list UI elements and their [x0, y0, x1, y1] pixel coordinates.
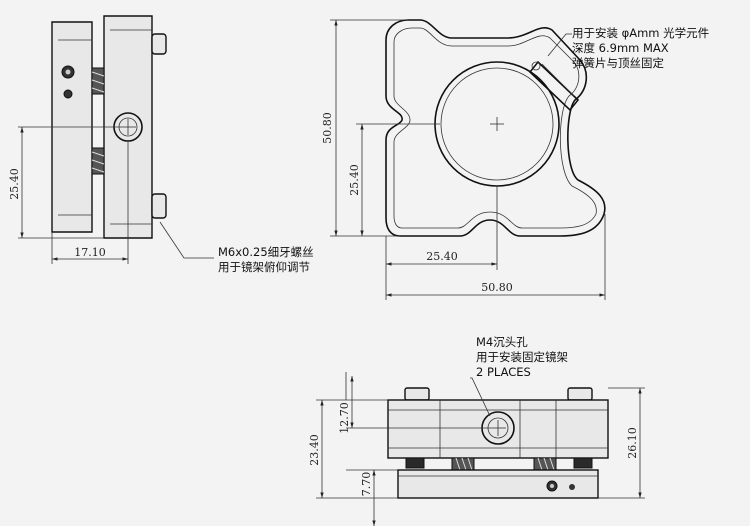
side-note-line1: M6x0.25细牙螺丝 — [218, 245, 314, 259]
knob-right — [567, 387, 593, 401]
bottom-view: M4沉头孔 用于安装固定镜架 2 PLACES 23.40 12.70 7.70… — [308, 335, 645, 526]
side-leader — [159, 221, 214, 259]
spring-top — [91, 67, 105, 95]
adjust-screw-top — [151, 33, 167, 55]
front-note-line2: 深度 6.9mm MAX — [572, 41, 669, 55]
front-dim-center-height: 25.40 — [348, 164, 361, 196]
knob-left — [404, 387, 430, 401]
side-view: 25.40 17.10 M6x0.25细牙螺丝 用于镜架俯仰调节 — [8, 15, 314, 274]
adjust-screw-bottom — [151, 193, 167, 219]
bottom-note-line1: M4沉头孔 — [476, 335, 528, 349]
bottom-foot-left — [405, 457, 425, 469]
bottom-dim-total-height: 23.40 — [308, 434, 321, 466]
front-dim-width: 50.80 — [481, 281, 513, 294]
bottom-note-line3: 2 PLACES — [476, 365, 531, 379]
front-note-line1: 用于安装 φAmm 光学元件 — [572, 26, 709, 40]
bottom-base-plate — [397, 469, 599, 499]
front-leader — [547, 33, 572, 57]
front-dim-height: 50.80 — [321, 112, 334, 144]
bottom-note-line2: 用于安装固定镜架 — [476, 350, 568, 364]
bottom-spring-right — [533, 457, 557, 471]
front-outline — [385, 19, 606, 237]
bottom-leader — [470, 377, 491, 417]
bottom-spring-left — [451, 457, 475, 471]
bottom-foot-right — [573, 457, 593, 469]
bottom-dim-upper-height: 12.70 — [338, 402, 351, 434]
side-dim-height: 25.40 — [8, 168, 21, 200]
front-note-line3: 弹簧片与顶丝固定 — [572, 56, 664, 70]
bottom-dim-lower-height: 7.70 — [360, 472, 373, 497]
spring-bottom — [91, 147, 105, 175]
spring-clip — [528, 60, 580, 112]
bottom-dim-right-height: 26.10 — [626, 427, 639, 459]
front-dim-center-width: 25.40 — [426, 250, 458, 263]
front-view: 50.80 25.40 25.40 50.80 用于安装 φAmm 光学元件 深… — [321, 19, 709, 300]
side-note-line2: 用于镜架俯仰调节 — [218, 260, 310, 274]
side-dim-width: 17.10 — [74, 246, 106, 259]
